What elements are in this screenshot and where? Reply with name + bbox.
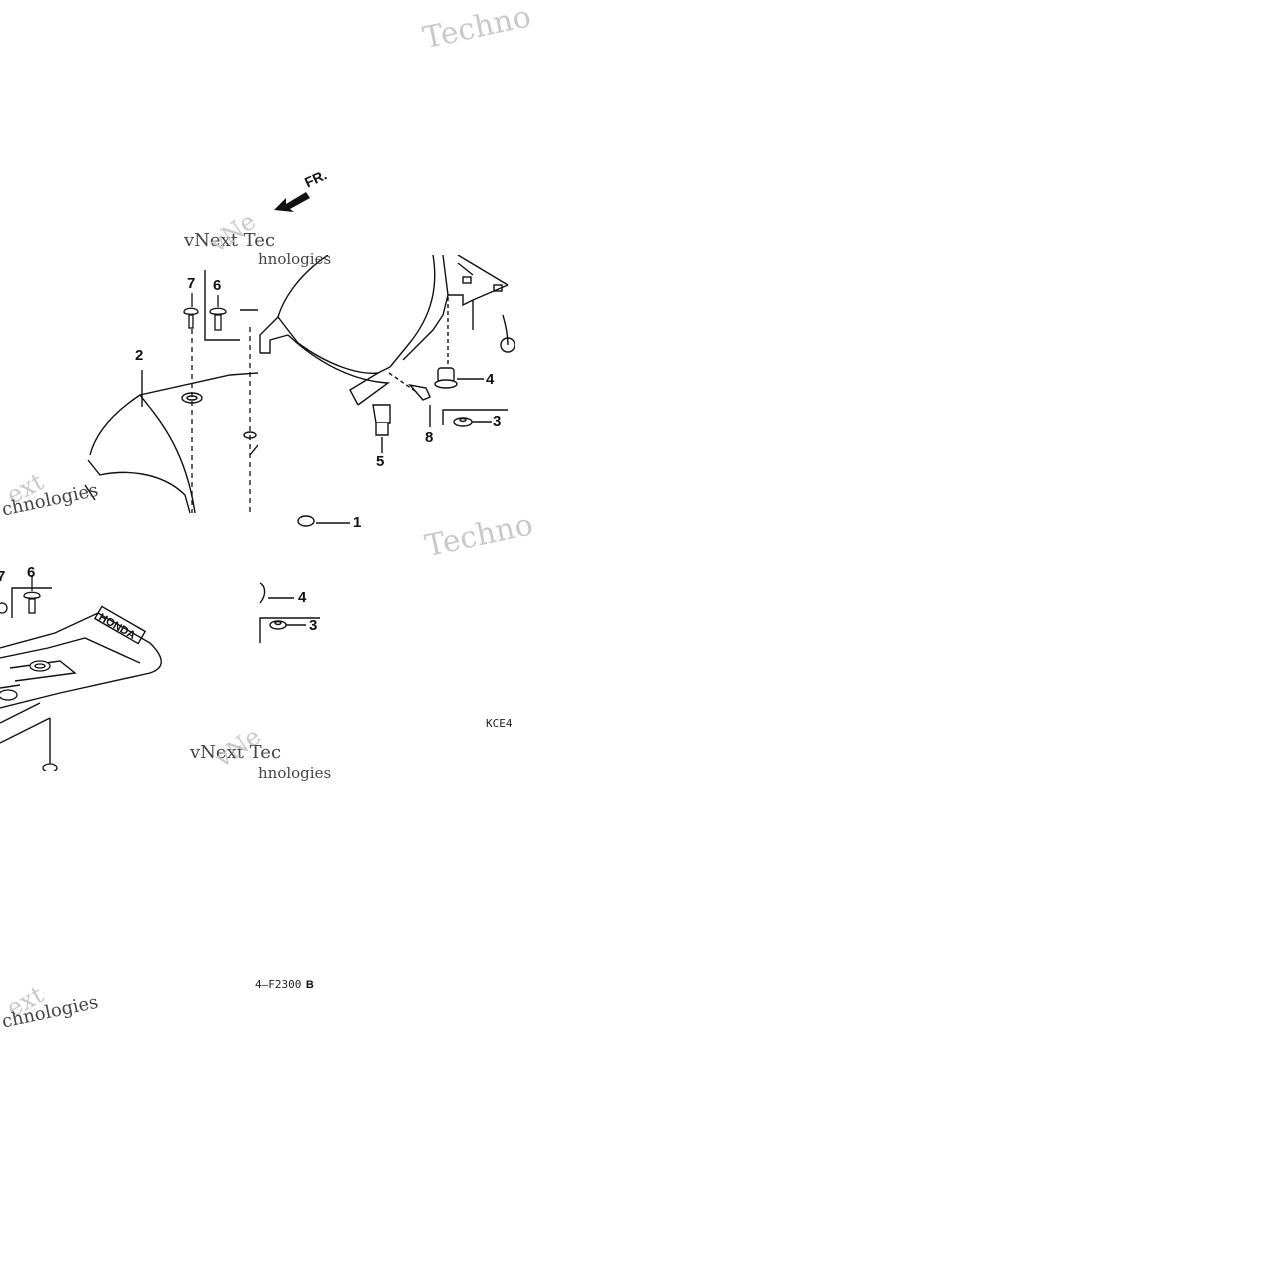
watermark: chnologies: [0, 991, 101, 1033]
hardware-drawing: [259, 515, 350, 643]
diagram-tile-hardware: 1 4 3 KCE4: [258, 513, 515, 771]
watermark: Techno: [420, 0, 534, 57]
rear-fender-drawing: [84, 270, 258, 513]
callout-mr-3: 3: [309, 617, 318, 634]
callout-tl-2: 2: [135, 347, 144, 364]
drawing-code-bottom-suffix: B: [305, 979, 314, 991]
callout-bl-6: 6: [27, 564, 36, 581]
callout-tr-5: 5: [376, 453, 385, 470]
fender-top-drawing: HONDA: [0, 575, 162, 771]
drawing-code-bottom-text: 4–F2300: [255, 978, 302, 991]
callout-tr-8: 8: [425, 429, 434, 446]
drawing-code-top: KCE4: [486, 717, 513, 730]
callout-tr-3: 3: [493, 413, 502, 430]
diagram-tile-rear-fender: 7 6 2: [0, 255, 258, 513]
watermark: vNext Tec: [184, 230, 276, 251]
diagram-tile-front: 4 3 8 5: [258, 255, 515, 513]
watermark: ext: [2, 980, 49, 1023]
callout-bl-7: 7: [0, 568, 6, 585]
callout-tl-6: 6: [213, 277, 222, 294]
front-direction-indicator: FR.: [272, 166, 342, 216]
fender-brand-text: HONDA: [96, 611, 137, 642]
callout-tl-7: 7: [187, 275, 196, 292]
drawing-code-bottom: 4–F2300 B: [255, 975, 314, 993]
callout-tr-4: 4: [486, 371, 495, 388]
callout-mr-1: 1: [353, 514, 362, 531]
front-mudguard-drawing: [259, 255, 515, 453]
callout-mr-4: 4: [298, 589, 307, 606]
watermark: vNe: [205, 207, 262, 258]
front-arrow-icon: [274, 192, 310, 212]
diagram-tile-fender-top: HONDA 7 6: [0, 513, 258, 771]
